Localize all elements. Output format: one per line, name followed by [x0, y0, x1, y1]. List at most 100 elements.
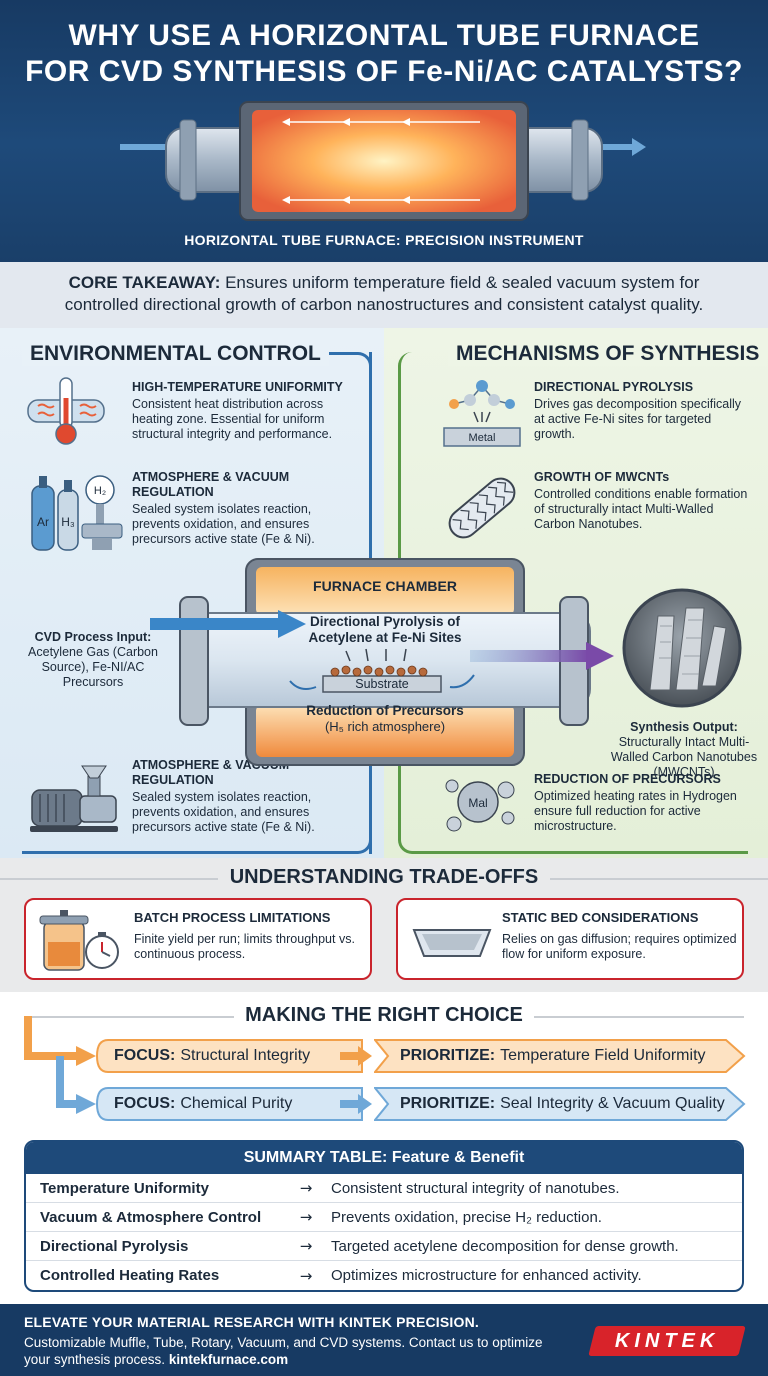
feature-cell: Temperature Uniformity	[40, 1179, 209, 1197]
static-bed-tray-icon	[412, 929, 492, 957]
tradeoffs-heading: UNDERSTANDING TRADE-OFFS	[0, 866, 768, 889]
heading-rule	[550, 878, 768, 880]
choice-focus-purity: FOCUS:Chemical Purity	[100, 1087, 370, 1121]
benefit-cell: Targeted acetylene decomposition for den…	[331, 1237, 679, 1255]
footer-text: Customizable Muffle, Tube, Rotary, Vacuu…	[24, 1334, 544, 1368]
output-title: Synthesis Output:	[630, 720, 738, 734]
table-row: Temperature Uniformity → Consistent stru…	[26, 1174, 742, 1203]
vacuum-pump-icon	[30, 765, 118, 832]
choice-focus-structural: FOCUS:Structural Integrity	[100, 1039, 370, 1073]
summary-table: SUMMARY TABLE: Feature & Benefit Tempera…	[24, 1140, 744, 1292]
table-row: Controlled Heating Rates → Optimizes mic…	[26, 1261, 742, 1290]
benefit-cell: Optimizes microstructure for enhanced ac…	[331, 1267, 642, 1284]
feature-cell: Directional Pyrolysis	[40, 1237, 189, 1255]
env-item-atmosphere-1: ATMOSPHERE & VACUUM REGULATION Sealed sy…	[132, 470, 362, 547]
page-title: WHY USE A HORIZONTAL TUBE FURNACE FOR CV…	[0, 18, 768, 90]
input-title: CVD Process Input:	[34, 630, 152, 644]
title-line-2: FOR CVD SYNTHESIS OF Fe-Ni/AC CATALYSTS?	[25, 55, 743, 88]
chamber-title: FURNACE CHAMBER	[313, 578, 457, 594]
arrow-right-icon: →	[299, 1208, 313, 1226]
prioritize-value: Seal Integrity & Vacuum Quality	[500, 1095, 725, 1112]
table-row: Directional Pyrolysis → Targeted acetyle…	[26, 1232, 742, 1261]
mwcnt-micrograph-icon	[622, 588, 742, 708]
header-banner: WHY USE A HORIZONTAL TUBE FURNACE FOR CV…	[0, 0, 768, 262]
choice-flow-arrows	[24, 1016, 96, 1114]
choice-arrow	[340, 1046, 372, 1066]
mechanisms-heading: MECHANISMS OF SYNTHESIS	[448, 342, 768, 366]
heading-rule	[24, 1016, 234, 1018]
takeaway-label: CORE TAKEAWAY:	[68, 273, 221, 292]
choice-prioritize-temperature: PRIORITIZE:Temperature Field Uniformity	[386, 1039, 736, 1073]
mech-item-title: GROWTH OF MWCNTs	[534, 470, 670, 484]
tradeoff-card-static-bed: STATIC BED CONSIDERATIONS Relies on gas …	[396, 898, 744, 980]
title-line-1: WHY USE A HORIZONTAL TUBE FURNACE	[68, 19, 700, 52]
focus-pill-bg-2	[96, 1087, 363, 1121]
feature-cell: Vacuum & Atmosphere Control	[40, 1208, 262, 1226]
chamber-pyrolysis-label: Directional Pyrolysis of Acetylene at Fe…	[308, 614, 462, 645]
gas-cylinders-icon: Ar H₃ H₂	[31, 475, 123, 551]
prioritize-label: PRIORITIZE:	[400, 1095, 496, 1112]
output-arrow	[470, 642, 614, 670]
env-item-atmosphere-2: ATMOSPHERE & VACUUM REGULATION Sealed sy…	[132, 758, 362, 835]
tradeoff-title: BATCH PROCESS LIMITATIONS	[134, 910, 331, 925]
chamber-reduction-label: Reduction of Precursors	[306, 703, 464, 718]
logo-text: KINTEK	[614, 1329, 720, 1352]
nanotube-icon	[448, 477, 516, 539]
choice-arrow	[340, 1094, 372, 1114]
footer-body: Customizable Muffle, Tube, Rotary, Vacuu…	[24, 1335, 543, 1367]
thermometer-icon	[27, 377, 105, 445]
gas-label-ar: Ar	[37, 515, 49, 529]
benefit-cell: Prevents oxidation, precise H₂ reduction…	[331, 1208, 602, 1226]
mech-item-mwcnt: GROWTH OF MWCNTs Controlled conditions e…	[534, 470, 754, 532]
env-item-desc: Consistent heat distribution across heat…	[132, 397, 333, 441]
choice-heading: MAKING THE RIGHT CHOICE	[0, 1004, 768, 1027]
mech-item-desc: Controlled conditions enable formation o…	[534, 487, 748, 531]
table-row: Vacuum & Atmosphere Control → Prevents o…	[26, 1203, 742, 1232]
choice-prioritize-seal: PRIORITIZE:Seal Integrity & Vacuum Quali…	[386, 1087, 736, 1121]
footer-headline: ELEVATE YOUR MATERIAL RESEARCH WITH KINT…	[24, 1314, 479, 1330]
output-desc: Structurally Intact Multi-Walled Carbon …	[610, 735, 758, 779]
arrow-right-icon: →	[299, 1266, 313, 1285]
environmental-heading: ENVIRONMENTAL CONTROL	[22, 342, 329, 366]
synthesis-output: Synthesis Output: Structurally Intact Mu…	[608, 720, 760, 780]
heading-rule	[534, 1016, 744, 1018]
env-item-desc: Sealed system isolates reaction, prevent…	[132, 502, 315, 546]
arrow-right-icon: →	[299, 1237, 313, 1255]
focus-value: Structural Integrity	[180, 1047, 311, 1064]
mech-item-reduction: REDUCTION OF PRECURSORS Optimized heatin…	[534, 772, 754, 834]
mech-item-title: DIRECTIONAL PYROLYSIS	[534, 380, 694, 394]
mech-item-pyrolysis: DIRECTIONAL PYROLYSIS Drives gas decompo…	[534, 380, 754, 442]
mal-label: Mal	[468, 796, 487, 810]
tradeoffs-heading-text: UNDERSTANDING TRADE-OFFS	[229, 866, 539, 888]
footer-banner: ELEVATE YOUR MATERIAL RESEARCH WITH KINT…	[0, 1304, 768, 1376]
tradeoff-desc: Finite yield per run; limits throughput …	[134, 932, 355, 961]
env-item-title: ATMOSPHERE & VACUUM REGULATION	[132, 470, 290, 499]
substrate-label: Substrate	[355, 677, 409, 691]
tradeoff-desc: Relies on gas diffusion; requires optimi…	[502, 932, 737, 961]
prioritize-pill-bg-1	[374, 1039, 746, 1073]
gas-label-h3: H₃	[61, 515, 75, 529]
prioritize-value: Temperature Field Uniformity	[500, 1047, 706, 1064]
furnace-chamber-diagram	[179, 558, 591, 766]
heading-rule	[0, 878, 218, 880]
benefit-cell: Consistent structural integrity of nanot…	[331, 1179, 620, 1197]
metal-particles-icon: Mal	[445, 779, 515, 832]
metal-label: Metal	[469, 432, 496, 444]
choice-heading-text: MAKING THE RIGHT CHOICE	[245, 1004, 523, 1026]
core-takeaway: CORE TAKEAWAY: Ensures uniform temperatu…	[0, 262, 768, 328]
focus-label: FOCUS:	[114, 1047, 176, 1064]
focus-pill-bg-1	[96, 1039, 363, 1073]
prioritize-pill-bg-2	[374, 1087, 746, 1121]
tradeoff-card-batch: BATCH PROCESS LIMITATIONS Finite yield p…	[24, 898, 372, 980]
focus-label: FOCUS:	[114, 1095, 176, 1112]
mech-item-desc: Optimized heating rates in Hydrogen ensu…	[534, 789, 737, 833]
mech-item-title: REDUCTION OF PRECURSORS	[534, 772, 721, 786]
molecule-metal-icon: Metal	[443, 380, 521, 447]
env-item-title: HIGH-TEMPERATURE UNIFORMITY	[132, 380, 343, 394]
gas-label-h2: H₂	[94, 485, 106, 497]
summary-table-heading: SUMMARY TABLE: Feature & Benefit	[26, 1142, 742, 1174]
footer-url-link[interactable]: kintekfurnace.com	[168, 1352, 289, 1367]
tube-furnace-illustration	[120, 101, 646, 221]
kintek-logo[interactable]: KINTEK	[588, 1326, 746, 1356]
env-item-temperature: HIGH-TEMPERATURE UNIFORMITY Consistent h…	[132, 380, 362, 442]
